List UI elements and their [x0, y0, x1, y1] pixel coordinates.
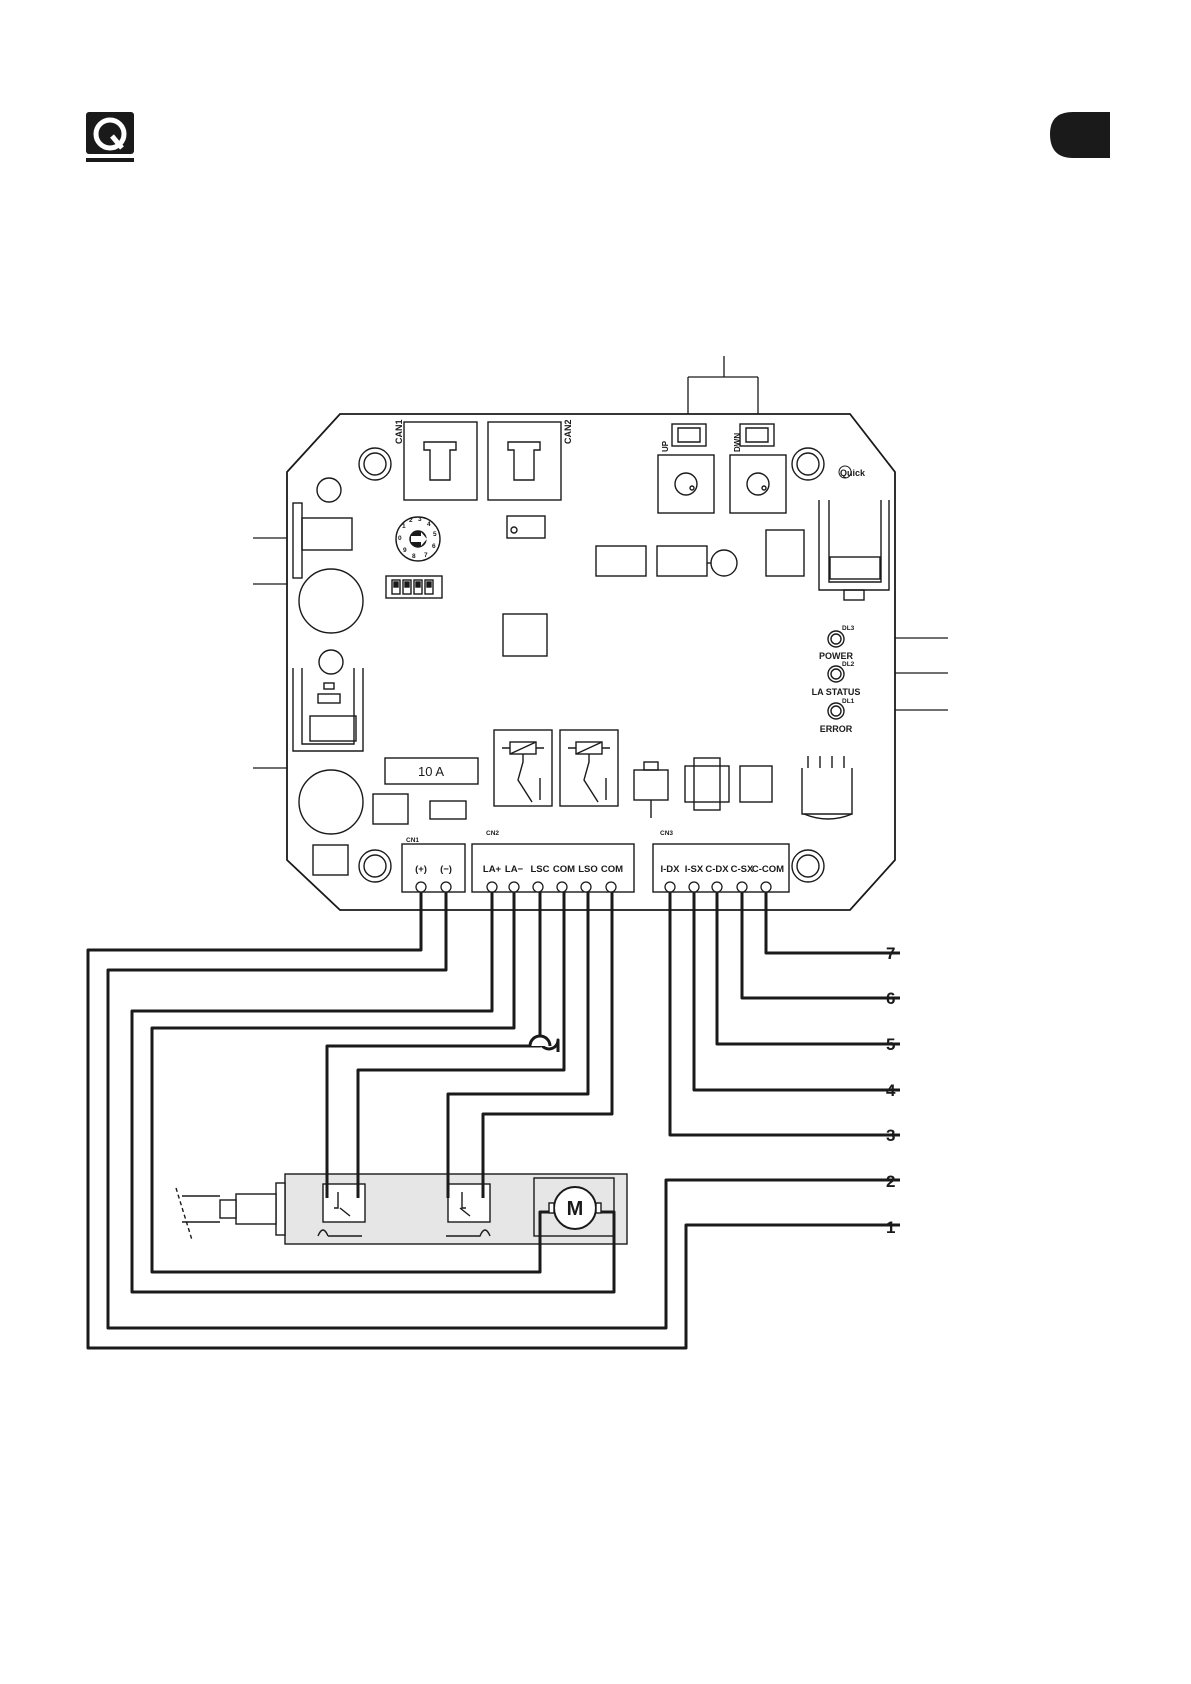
linear-actuator [176, 1174, 627, 1244]
cn2-pin-lso: LSO [578, 864, 598, 875]
rotary-digit-5: 5 [433, 531, 437, 538]
callout-4: 4 [886, 1081, 896, 1100]
control-board-outline [287, 414, 895, 910]
page-tab-marker [1050, 112, 1110, 158]
led-power-label: POWER [819, 651, 854, 661]
can2-label: CAN2 [563, 419, 573, 444]
cn2-pin-com-1: COM [553, 864, 575, 875]
led-dl1-id: DL1 [842, 698, 855, 705]
callout-3: 3 [886, 1126, 895, 1145]
cn3-pin-c-sx: C-SX [731, 864, 754, 875]
cn2-pin-com-2: COM [601, 864, 623, 875]
cn3-label: CN3 [660, 830, 673, 837]
callout-5: 5 [886, 1035, 895, 1054]
callout-1: 1 [886, 1218, 895, 1237]
rotary-digit-6: 6 [432, 543, 436, 550]
cn1-label: CN1 [406, 837, 419, 844]
cn2-label: CN2 [486, 830, 499, 837]
wiring-harness [88, 892, 900, 1348]
cn2-pin-la-minus: LA− [505, 864, 524, 875]
callout-2: 2 [886, 1172, 895, 1191]
cn3-pin-c-dx: C-DX [705, 864, 729, 875]
cn3-pin-labels: I-DX I-SX C-DX C-SX C-COM [661, 864, 785, 875]
callout-7: 7 [886, 944, 895, 963]
cn1-pin-plus: (+) [415, 864, 427, 875]
motor-label: M [567, 1198, 584, 1220]
rotary-digit-7: 7 [424, 552, 428, 559]
up-button-label: UP [661, 440, 670, 452]
led-la-status-label: LA STATUS [812, 687, 861, 697]
rotary-digit-3: 3 [418, 516, 422, 523]
led-error-label: ERROR [820, 724, 853, 734]
cn3-pin-i-sx: I-SX [685, 864, 704, 875]
terminal-callouts: 7 6 5 4 3 2 1 [886, 944, 896, 1237]
cn3-pin-c-com: C-COM [752, 864, 784, 875]
down-button-label: DWN [733, 433, 742, 452]
callout-6: 6 [886, 989, 895, 1008]
rotary-digit-2: 2 [409, 517, 413, 524]
brand-label: Quick [840, 468, 866, 478]
quick-logo-icon [86, 112, 134, 162]
led-dl3-id: DL3 [842, 625, 855, 632]
rotary-digit-0: 0 [398, 535, 402, 542]
rotary-digit-9: 9 [403, 547, 407, 554]
cn2-pin-labels: LA+ LA− LSC COM LSO COM [483, 864, 623, 875]
rotary-digit-4: 4 [427, 521, 431, 528]
wire-crossover [530, 1036, 550, 1046]
cn2-pin-lsc: LSC [531, 864, 550, 875]
cn3-pin-i-dx: I-DX [661, 864, 681, 875]
rotary-digit-8: 8 [412, 553, 416, 560]
cn2-pin-la-plus: LA+ [483, 864, 502, 875]
fuse-label: 10 A [418, 764, 444, 779]
cn1-pin-minus: (−) [440, 864, 452, 875]
rotary-digit-1: 1 [402, 523, 406, 530]
led-dl2-id: DL2 [842, 661, 855, 668]
can1-label: CAN1 [394, 419, 404, 444]
